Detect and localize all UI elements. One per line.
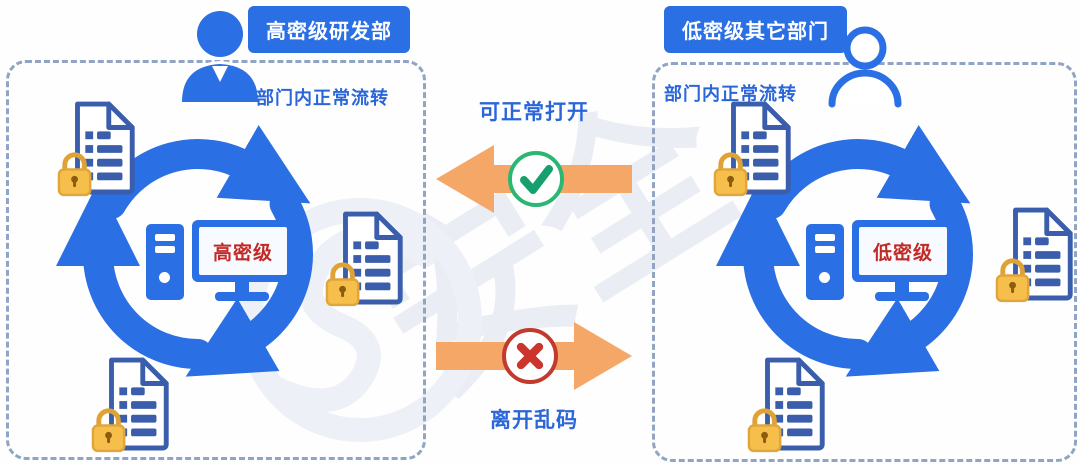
computer-icon-high-security: 高密级 xyxy=(146,220,296,304)
flow-label-right: 部门内正常流转 xyxy=(664,84,797,104)
tower-slot xyxy=(155,246,175,253)
computer-monitor: 低密级 xyxy=(852,220,954,282)
transfer-allowed-label: 可正常打开 xyxy=(479,101,589,124)
tower-slot xyxy=(815,234,835,241)
low-security-dept-badge: 低密级其它部门 xyxy=(664,6,847,53)
locked-document-icon xyxy=(324,210,410,308)
person-outline-icon xyxy=(828,26,902,108)
tower-slot xyxy=(155,234,175,241)
computer-monitor: 高密级 xyxy=(192,220,294,282)
tower-slot xyxy=(815,246,835,253)
tower-button xyxy=(159,272,170,283)
security-level-label: 低密级 xyxy=(872,242,933,264)
computer-tower xyxy=(806,224,844,300)
security-level-label: 高密级 xyxy=(212,242,273,264)
monitor-base xyxy=(875,292,929,301)
tower-button xyxy=(819,272,830,283)
high-security-dept-badge: 高密级研发部 xyxy=(248,6,410,53)
monitor-stand xyxy=(235,282,249,294)
locked-document-icon xyxy=(746,356,832,454)
flow-label-left: 部门内正常流转 xyxy=(256,88,389,108)
check-circle-icon xyxy=(508,151,564,207)
person-male-icon xyxy=(178,8,262,102)
monitor-stand xyxy=(895,282,909,294)
locked-document-icon xyxy=(994,206,1080,304)
computer-icon-low-security: 低密级 xyxy=(806,220,956,304)
computer-tower xyxy=(146,224,184,300)
cross-circle-icon xyxy=(502,328,558,384)
monitor-base xyxy=(215,292,269,301)
transfer-blocked-label: 离开乱码 xyxy=(490,409,578,432)
locked-document-icon xyxy=(90,356,176,454)
locked-document-icon xyxy=(712,100,798,198)
monitor-screen: 高密级 xyxy=(199,227,287,275)
monitor-screen: 低密级 xyxy=(859,227,947,275)
locked-document-icon xyxy=(56,100,142,198)
